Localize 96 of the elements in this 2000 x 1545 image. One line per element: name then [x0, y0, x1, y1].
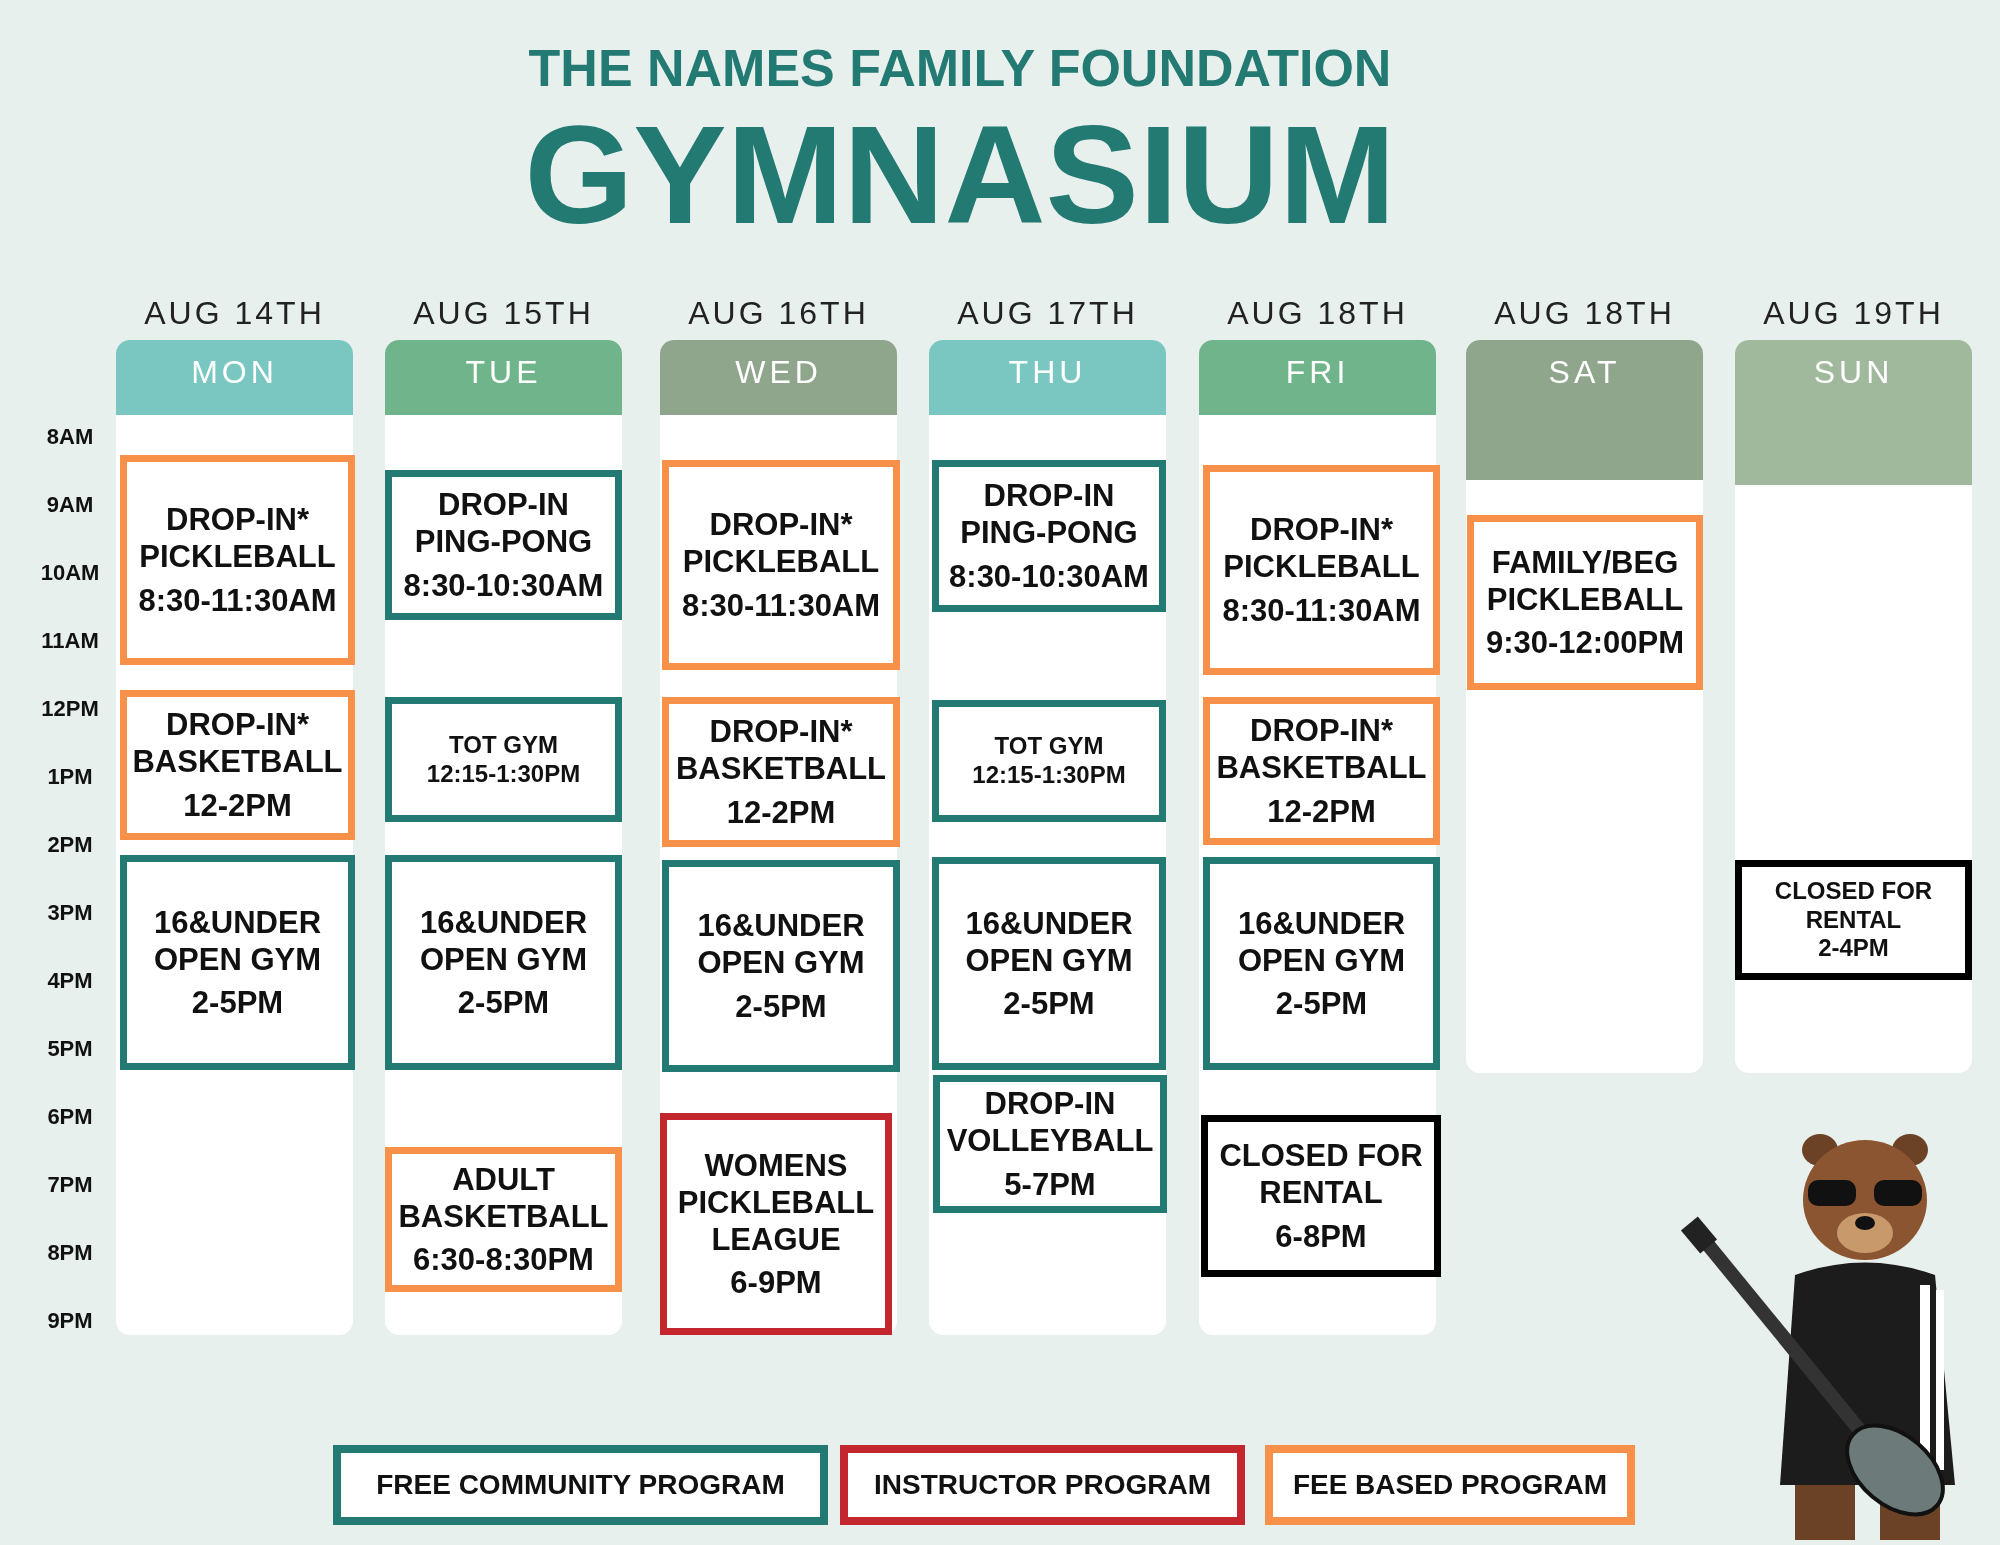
- day-header: TUE: [385, 340, 622, 415]
- event-box: [1203, 857, 1440, 1070]
- event-title: CLOSED FOR RENTAL: [1773, 876, 1934, 935]
- event-box: [933, 1075, 1167, 1213]
- event-box: [120, 855, 355, 1070]
- event-title: DROP-IN PING-PONG: [959, 477, 1139, 552]
- time-label: 5PM: [46, 1036, 94, 1062]
- event-time: 2-5PM: [1003, 985, 1095, 1023]
- event-time: 2-5PM: [735, 987, 827, 1025]
- event-box: [932, 460, 1166, 612]
- event-title: DROP-IN VOLLEYBALL: [945, 1085, 1155, 1160]
- event-title: DROP-IN* BASKETBALL: [674, 713, 888, 788]
- event-title: 16&UNDER OPEN GYM: [152, 903, 323, 979]
- event-title: 16&UNDER OPEN GYM: [696, 907, 866, 982]
- event-title: FAMILY/BEG PICKLEBALL: [1485, 543, 1685, 619]
- event-time: 12:15-1:30PM: [426, 759, 581, 789]
- legend-text: FEE BASED PROGRAM: [1292, 1469, 1608, 1501]
- time-label: 10AM: [40, 560, 100, 586]
- time-label: 8AM: [45, 424, 95, 450]
- event-title: CLOSED FOR RENTAL: [1218, 1137, 1424, 1212]
- legend-text: FREE COMMUNITY PROGRAM: [376, 1469, 785, 1501]
- time-label: 3PM: [46, 900, 94, 926]
- event-box: [385, 697, 622, 822]
- event-box: [1201, 1115, 1441, 1277]
- day-header: SAT: [1466, 340, 1703, 480]
- subtitle-text: THE NAMES FAMILY FOUNDATION: [527, 38, 1393, 98]
- time-label: 8PM: [46, 1240, 94, 1266]
- event-box: [120, 455, 355, 665]
- date-label: AUG 15TH: [412, 295, 595, 332]
- time-label: 4PM: [46, 968, 94, 994]
- event-time: 2-5PM: [1275, 985, 1368, 1023]
- event-time: 8:30-11:30AM: [1222, 591, 1421, 629]
- event-time: 6-8PM: [1275, 1217, 1367, 1255]
- event-box: [385, 470, 622, 620]
- event-box: [932, 857, 1166, 1070]
- event-title: 16&UNDER OPEN GYM: [1236, 904, 1407, 980]
- event-box: [662, 460, 900, 670]
- day-header: FRI: [1199, 340, 1436, 415]
- day-header: WED: [660, 340, 897, 415]
- time-label: 11AM: [40, 628, 100, 654]
- time-label: 7PM: [46, 1172, 94, 1198]
- event-box: [662, 860, 900, 1072]
- event-time: 5-7PM: [1004, 1165, 1096, 1203]
- day-header: THU: [929, 340, 1166, 415]
- date-label: AUG 14TH: [143, 295, 326, 332]
- date-label: AUG 18TH: [1226, 295, 1409, 332]
- event-title: DROP-IN* PICKLEBALL: [681, 506, 881, 581]
- event-title: 16&UNDER OPEN GYM: [964, 904, 1134, 980]
- event-box: [1467, 515, 1703, 690]
- event-title: DROP-IN* PICKLEBALL: [138, 501, 337, 576]
- event-box: [385, 855, 622, 1070]
- event-title: DROP-IN* BASKETBALL: [1215, 712, 1428, 787]
- event-time: 12-2PM: [726, 793, 836, 831]
- time-label: 6PM: [46, 1104, 94, 1130]
- event-title: TOT GYM: [449, 730, 558, 760]
- event-box: [662, 697, 900, 847]
- event-time: 2-5PM: [457, 984, 550, 1022]
- event-time: 12-2PM: [183, 786, 292, 824]
- date-label: AUG 17TH: [956, 295, 1139, 332]
- event-title: ADULT BASKETBALL: [397, 1160, 610, 1236]
- event-box: [932, 700, 1166, 822]
- date-label: AUG 18TH: [1493, 295, 1676, 332]
- event-title: 16&UNDER OPEN GYM: [418, 903, 589, 979]
- event-time: 8:30-11:30AM: [681, 586, 881, 624]
- event-box: [120, 690, 355, 840]
- event-time: 12-2PM: [1267, 792, 1376, 830]
- event-box: [1203, 465, 1440, 675]
- day-header: SUN: [1735, 340, 1972, 485]
- time-label: 9AM: [45, 492, 95, 518]
- event-box: [660, 1113, 892, 1335]
- event-title: TOT GYM: [994, 732, 1104, 761]
- legend-text: INSTRUCTOR PROGRAM: [873, 1469, 1211, 1501]
- event-time: 8:30-10:30AM: [949, 557, 1149, 595]
- event-time: 9:30-12:00PM: [1485, 624, 1685, 662]
- event-title: DROP-IN* BASKETBALL: [131, 706, 344, 781]
- event-time: 6:30-8:30PM: [413, 1241, 594, 1279]
- event-time: 2-5PM: [191, 984, 284, 1022]
- event-title: DROP-IN* PICKLEBALL: [1222, 511, 1421, 586]
- event-time: 2-4PM: [1818, 934, 1889, 964]
- event-title: WOMENS PICKLEBALL LEAGUE: [676, 1146, 876, 1259]
- event-time: 8:30-10:30AM: [403, 566, 604, 604]
- event-title: DROP-IN PING-PONG: [413, 486, 594, 561]
- time-label: 12PM: [40, 696, 100, 722]
- date-label: AUG 19TH: [1762, 295, 1945, 332]
- event-box: [1735, 860, 1972, 980]
- event-time: 12:15-1:30PM: [972, 761, 1126, 790]
- day-header: MON: [116, 340, 353, 415]
- time-label: 9PM: [46, 1308, 94, 1334]
- time-label: 1PM: [46, 764, 94, 790]
- event-box: [385, 1147, 622, 1292]
- event-time: 8:30-11:30AM: [138, 581, 337, 619]
- date-label: AUG 16TH: [687, 295, 870, 332]
- title-text: GYMNASIUM: [523, 110, 1397, 240]
- event-time: 6-9PM: [730, 1264, 822, 1302]
- time-label: 2PM: [46, 832, 94, 858]
- event-box: [1203, 697, 1440, 845]
